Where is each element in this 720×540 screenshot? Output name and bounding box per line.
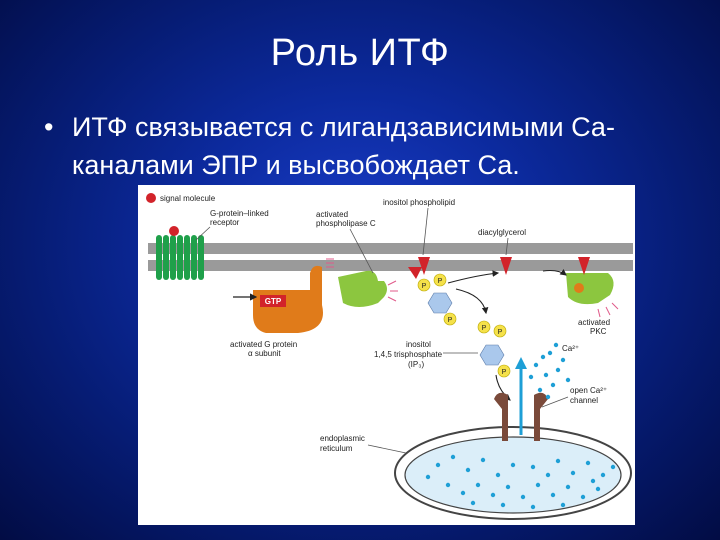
membrane-inner-layer bbox=[148, 260, 633, 271]
label-ip3-line2: 1,4,5 trisphosphate bbox=[374, 350, 443, 359]
label-channel-line1: open Ca²⁺ bbox=[570, 386, 607, 395]
released-calcium-ions bbox=[528, 342, 571, 400]
label-signal-molecule: signal molecule bbox=[160, 194, 216, 203]
cleaved-phospholipid-icon bbox=[408, 267, 422, 279]
phosphate-icon bbox=[433, 273, 447, 287]
signaling-diagram-svg: signal molecule G-protein–linked recepto… bbox=[146, 193, 633, 520]
label-phosphate-2: P bbox=[438, 278, 443, 285]
label-er-line1: endoplasmic bbox=[320, 434, 365, 443]
er-calcium-ions bbox=[425, 454, 616, 510]
label-ca: Ca²⁺ bbox=[562, 344, 579, 353]
label-diacylglycerol: diacylglycerol bbox=[478, 228, 526, 237]
plc-activity-marks bbox=[387, 280, 398, 302]
pkc-bound-dag-icon bbox=[578, 257, 590, 275]
label-g-protein-line2: α subunit bbox=[248, 349, 281, 358]
inositol-ring-icon bbox=[427, 292, 453, 314]
phosphate-icon bbox=[417, 278, 431, 292]
er-lumen bbox=[404, 436, 622, 514]
open-ca-channel bbox=[494, 357, 548, 441]
label-phosphate-4: P bbox=[482, 325, 487, 332]
g-protein-activity-marks bbox=[326, 258, 334, 268]
label-er-line2: reticulum bbox=[320, 444, 353, 453]
bullet-dot: • bbox=[44, 112, 54, 142]
gtp-badge bbox=[260, 295, 286, 307]
signal-molecule-icon bbox=[146, 193, 156, 203]
bound-signal-molecule-icon bbox=[169, 226, 179, 236]
label-phosphate-6: P bbox=[502, 369, 507, 376]
phosphate-icon bbox=[477, 320, 491, 334]
pkc-ca-binding-icon bbox=[574, 283, 584, 293]
signaling-diagram: signal molecule G-protein–linked recepto… bbox=[138, 185, 635, 525]
label-phosphate-1: P bbox=[422, 283, 427, 290]
label-g-protein-line1: activated G protein bbox=[230, 340, 297, 349]
label-receptor-line1: G-protein–linked bbox=[210, 209, 269, 218]
slide-title: Роль ИТФ bbox=[270, 32, 450, 74]
pkc-activity-marks bbox=[597, 302, 619, 318]
phospholipase-c bbox=[338, 270, 387, 307]
label-phosphate-5: P bbox=[498, 329, 503, 336]
phosphate-icon bbox=[493, 324, 507, 338]
phosphate-icon bbox=[497, 364, 511, 378]
label-ip3-line1: inositol bbox=[406, 340, 431, 349]
ip3-ring-icon bbox=[479, 344, 505, 366]
label-inositol-phospholipid: inositol phospholipid bbox=[383, 198, 455, 207]
label-ip3-line3: (IP₃) bbox=[408, 360, 424, 369]
label-phosphate-3: P bbox=[448, 317, 453, 324]
protein-kinase-c bbox=[566, 273, 614, 305]
bullet-text: ИТФ связывается с лигандзависимыми Са-ка… bbox=[72, 112, 615, 180]
label-plc-line1: activated bbox=[316, 210, 348, 219]
label-receptor-line2: receptor bbox=[210, 218, 240, 227]
label-pkc-line2: PKC bbox=[590, 327, 607, 336]
label-pkc-line1: activated bbox=[578, 318, 610, 327]
phospholipid-icon bbox=[418, 257, 430, 275]
phosphate-icon bbox=[443, 312, 457, 326]
g-protein-alpha-subunit bbox=[253, 265, 323, 333]
g-protein-linked-receptor bbox=[156, 226, 204, 280]
membrane-outer-layer bbox=[148, 243, 633, 254]
label-plc-line2: phospholipase C bbox=[316, 219, 376, 228]
diacylglycerol-icon bbox=[500, 257, 512, 275]
label-gtp: GTP bbox=[265, 297, 282, 306]
label-channel-line2: channel bbox=[570, 396, 598, 405]
